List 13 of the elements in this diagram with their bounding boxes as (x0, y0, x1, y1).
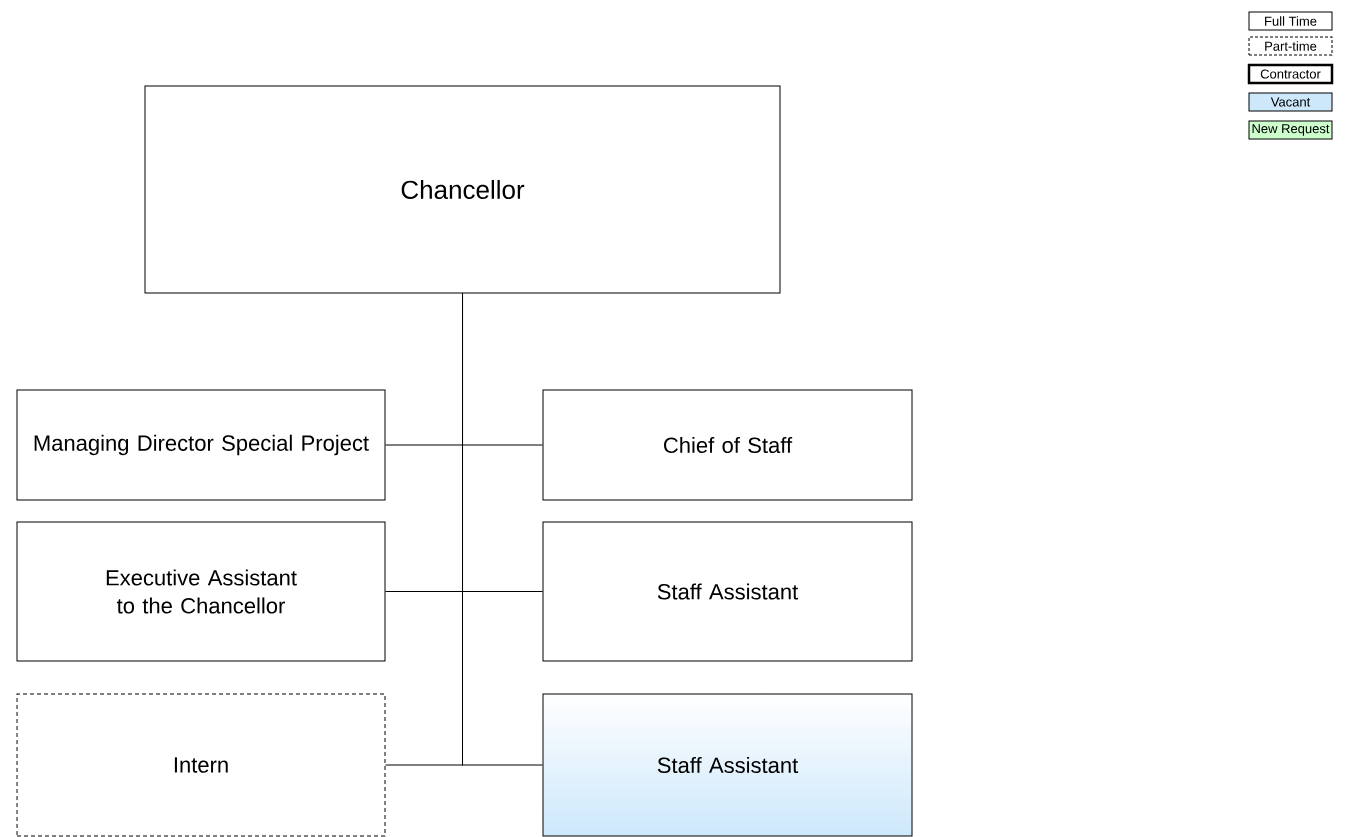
position-box: Executive Assistant to the Chancellor (16, 521, 386, 662)
position-box: Staff Assistant (542, 693, 913, 837)
legend-item: Full Time (1248, 11, 1333, 31)
legend-item: Contractor (1247, 63, 1334, 85)
legend-item: Part-time (1248, 36, 1333, 56)
legend-item: New Request (1248, 120, 1333, 140)
position-box: Chief of Staff (542, 389, 913, 501)
legend-item: Vacant (1248, 92, 1333, 112)
position-box: Staff Assistant (542, 521, 913, 662)
position-box: Intern (16, 693, 386, 837)
position-box: Managing Director Special Project (16, 389, 386, 501)
position-box: Chancellor (144, 85, 781, 294)
connector-line (462, 293, 543, 766)
